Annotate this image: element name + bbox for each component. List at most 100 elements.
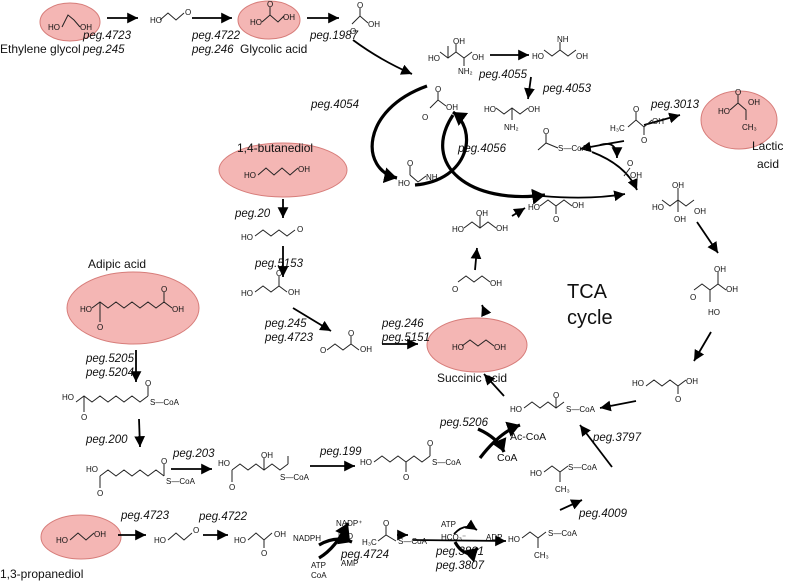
svg-text:HO: HO <box>708 308 720 317</box>
molecule-butanediol: HO OH <box>244 165 310 180</box>
svg-text:O: O <box>427 439 433 448</box>
svg-text:HO: HO <box>510 405 522 414</box>
svg-text:HO: HO <box>86 465 98 474</box>
butanediol-highlight <box>218 142 348 198</box>
molecule-succinic-acid: HO OH <box>452 339 506 352</box>
enzyme-label: peg.4053 <box>542 83 592 95</box>
cofactor-label: Ac-CoA <box>510 431 546 443</box>
molecule-hydroxyadipyl-coa: HO OH S—CoA O <box>218 451 310 492</box>
svg-text:O: O <box>690 293 696 302</box>
cofactor-label: ADP <box>486 533 502 542</box>
propanediol-highlight <box>40 514 122 560</box>
svg-text:HO: HO <box>452 225 464 234</box>
svg-text:S—CoA: S—CoA <box>150 398 180 407</box>
molecule-fumarate: O OH <box>452 275 502 294</box>
svg-text:O: O <box>267 0 273 9</box>
svg-text:OH: OH <box>446 103 458 112</box>
enzyme-label: peg.3797 <box>592 432 642 444</box>
enzyme-label: peg.245 <box>264 318 307 330</box>
svg-text:CH₃: CH₃ <box>742 123 757 132</box>
svg-text:NH₂: NH₂ <box>426 173 441 182</box>
svg-text:OH: OH <box>496 224 508 233</box>
svg-text:S—CoA: S—CoA <box>280 473 310 482</box>
svg-text:OH: OH <box>726 285 738 294</box>
lactic-acid-label-line1: Lactic <box>752 139 783 153</box>
cofactor-label: NADPH <box>293 534 321 543</box>
svg-text:OH: OH <box>672 181 684 190</box>
molecule-ethylene-glycol: HO OH <box>48 14 92 32</box>
svg-text:OH: OH <box>494 343 506 352</box>
enzyme-label: peg.5153 <box>254 258 304 270</box>
svg-text:CH₃: CH₃ <box>555 485 570 494</box>
molecule-glycine: HO NH₂ O <box>398 159 441 188</box>
svg-text:HO: HO <box>241 233 253 242</box>
svg-text:HO: HO <box>56 536 68 545</box>
svg-text:HO: HO <box>532 52 544 61</box>
enzyme-label: peg.4724 <box>340 549 389 561</box>
adipic-acid-highlight <box>66 271 200 345</box>
molecule-succinic-semialdehyde: O OH O <box>320 329 372 355</box>
svg-text:O: O <box>675 395 681 404</box>
enzyme-label: peg.4054 <box>310 99 359 111</box>
molecule-succinyl-coa: HO S—CoA O <box>510 391 596 414</box>
molecule-adipyl-coa: HO S—CoA O O <box>62 379 180 422</box>
svg-text:HO: HO <box>150 16 162 25</box>
svg-text:OH: OH <box>172 305 184 314</box>
molecule-hydroxypropionate: HO OH O <box>234 530 286 558</box>
svg-text:HO: HO <box>484 105 496 114</box>
enzyme-label: peg.245 <box>82 44 125 56</box>
enzyme-label: peg.5151 <box>381 332 430 344</box>
svg-text:O: O <box>641 136 647 145</box>
svg-text:HO: HO <box>48 23 60 32</box>
molecule-pyruvate: H₃C OH O O <box>610 105 664 145</box>
svg-text:O: O <box>161 457 167 466</box>
svg-text:OH: OH <box>528 105 540 114</box>
enzyme-label: peg.5204 <box>85 367 134 379</box>
enzyme-label: peg.4723 <box>82 30 132 42</box>
molecule-adipic-acid: HO OH O O <box>80 285 184 332</box>
svg-text:HO: HO <box>428 54 440 63</box>
molecule-hydroxyaspartate: HO OH OH NH₂ <box>428 37 484 76</box>
svg-text:OH: OH <box>298 165 310 174</box>
svg-text:HO: HO <box>508 535 520 544</box>
ethylene-glycol-highlight <box>39 2 101 42</box>
molecule-glycolic-acid: HO OH O <box>250 0 295 27</box>
svg-text:O: O <box>261 549 267 558</box>
lactic-acid-label-line2: acid <box>757 157 779 171</box>
svg-text:OH: OH <box>94 530 106 539</box>
molecule-hydroxybutanal: HO O <box>241 225 303 242</box>
glycolic-acid-highlight <box>237 0 301 40</box>
svg-text:HO: HO <box>652 203 664 212</box>
svg-text:HO: HO <box>234 536 246 545</box>
enzyme-label: peg.4722 <box>191 30 241 42</box>
molecule-iminosuccinate: HO OH NH <box>532 35 588 61</box>
svg-text:NH: NH <box>557 35 569 44</box>
svg-text:O: O <box>97 489 103 498</box>
svg-text:OH: OH <box>576 52 588 61</box>
svg-text:S—CoA: S—CoA <box>432 458 462 467</box>
enzyme-label: peg.4723 <box>264 332 314 344</box>
svg-text:OH: OH <box>360 345 372 354</box>
cofactor-label: ATP <box>441 520 456 529</box>
svg-text:S—CoA: S—CoA <box>548 529 578 538</box>
svg-text:O: O <box>276 269 282 278</box>
svg-text:HO: HO <box>530 469 542 478</box>
svg-text:O: O <box>627 159 633 168</box>
enzyme-label: peg.200 <box>85 434 128 446</box>
molecule-glyoxylate-2: O OH O <box>422 85 458 122</box>
svg-text:O: O <box>553 391 559 400</box>
svg-text:O: O <box>193 526 199 535</box>
molecule-methylmalonyl-coa-s: HO S—CoA CH₃ <box>508 529 578 560</box>
svg-text:OH: OH <box>714 265 726 274</box>
molecule-formate: H₃C OH O <box>623 159 642 180</box>
svg-text:O: O <box>383 519 389 528</box>
molecule-hydroxybutyrate: HO OH O <box>241 269 300 298</box>
svg-text:HO: HO <box>80 305 92 314</box>
molecule-citrate: HO OH OH OH <box>652 181 706 224</box>
svg-text:OH: OH <box>274 530 286 539</box>
svg-text:OH: OH <box>630 171 642 180</box>
cofactor-label: NADP⁺ <box>336 519 362 528</box>
enzyme-label: peg.246 <box>191 44 234 56</box>
molecule-oxoadipyl-coa: HO S—CoA O O <box>360 439 462 482</box>
molecule-oxaloacetate: HO OH O <box>528 199 584 224</box>
